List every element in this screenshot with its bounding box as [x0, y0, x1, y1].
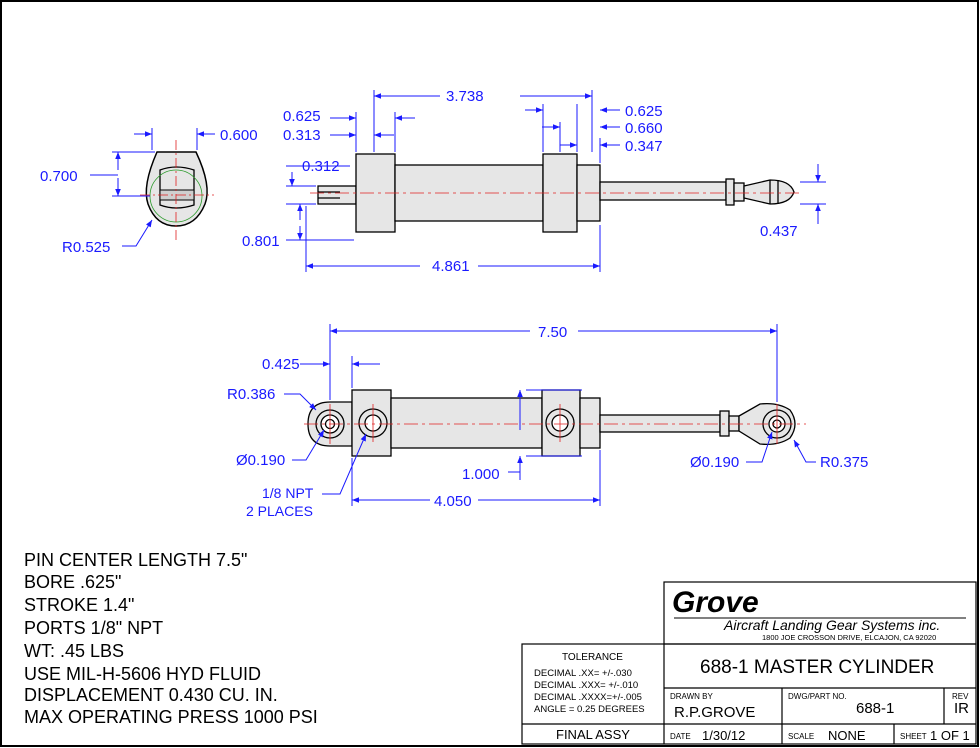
tolerance-line: DECIMAL .XX= +/-.030	[534, 668, 632, 679]
tolerance-line: ANGLE = 0.25 DEGREES	[534, 704, 645, 715]
dim-0625-right: 0.625	[625, 103, 663, 120]
tolerance-line: DECIMAL .XXX= +/-.010	[534, 680, 638, 691]
spec-line: STROKE 1.4"	[24, 595, 134, 615]
spec-line: DISPLACEMENT 0.430 CU. IN.	[24, 685, 278, 705]
dim-r0386: R0.386	[227, 386, 275, 403]
dim-3738: 3.738	[446, 88, 484, 105]
company-logo: Grove	[672, 586, 759, 619]
dim-4050: 4.050	[434, 493, 472, 510]
dwg-value: 688-1	[856, 700, 894, 717]
end-view	[140, 140, 214, 240]
dim-0313: 0.313	[283, 127, 321, 144]
sheet-label: SHEET	[900, 732, 927, 741]
plan-view	[307, 389, 796, 457]
dim-r0375: R0.375	[820, 454, 868, 471]
rev-value: IR	[954, 700, 969, 717]
dim-dia0190-left: Ø0.190	[236, 452, 285, 469]
sheet-value: 1 OF 1	[930, 728, 970, 743]
dim-npt-line2: 2 PLACES	[246, 503, 313, 519]
drawn-by-label: DRAWN BY	[670, 692, 713, 701]
dim-0660: 0.660	[625, 120, 663, 137]
title-block	[521, 581, 977, 745]
date-value: 1/30/12	[702, 728, 745, 743]
dim-0625-left: 0.625	[283, 108, 321, 125]
dim-4861: 4.861	[432, 258, 470, 275]
dim-1000: 1.000	[462, 466, 500, 483]
company-address: 1800 JOE CROSSON DRIVE, ELCAJON, CA 9202…	[762, 633, 936, 642]
dim-0425: 0.425	[262, 356, 300, 373]
dim-0312: 0.312	[302, 158, 340, 175]
dim-0801: 0.801	[242, 233, 280, 250]
spec-line: PIN CENTER LENGTH 7.5"	[24, 550, 247, 570]
spec-line: MAX OPERATING PRESS 1000 PSI	[24, 707, 318, 727]
dim-750: 7.50	[538, 324, 567, 341]
tolerance-heading: TOLERANCE	[562, 652, 623, 663]
dim-0700: 0.700	[40, 168, 78, 185]
scale-label: SCALE	[788, 732, 814, 741]
scale-value: NONE	[828, 728, 866, 743]
date-label: DATE	[670, 732, 691, 741]
rev-label: REV	[952, 692, 969, 701]
drawn-by-value: R.P.GROVE	[674, 704, 755, 721]
spec-line: BORE .625"	[24, 572, 121, 592]
dwg-label: DWG/PART NO.	[788, 692, 847, 701]
spec-line: USE MIL-H-5606 HYD FLUID	[24, 664, 261, 684]
drawing-title: 688-1 MASTER CYLINDER	[700, 657, 934, 678]
dim-0437: 0.437	[760, 223, 798, 240]
dim-0347: 0.347	[625, 138, 663, 155]
tolerance-line: DECIMAL .XXXX=+/-.005	[534, 692, 642, 703]
dim-r0525: R0.525	[62, 239, 110, 256]
spec-line: PORTS 1/8" NPT	[24, 618, 163, 638]
spec-notes: PIN CENTER LENGTH 7.5" BORE .625" STROKE…	[24, 550, 318, 727]
dim-dia0190-right: Ø0.190	[690, 454, 739, 471]
final-assy: FINAL ASSY	[556, 727, 630, 742]
spec-line: WT: .45 LBS	[24, 641, 124, 661]
dim-0600: 0.600	[220, 127, 258, 144]
dim-npt-line1: 1/8 NPT	[262, 485, 314, 501]
company-name: Aircraft Landing Gear Systems inc.	[723, 617, 940, 633]
